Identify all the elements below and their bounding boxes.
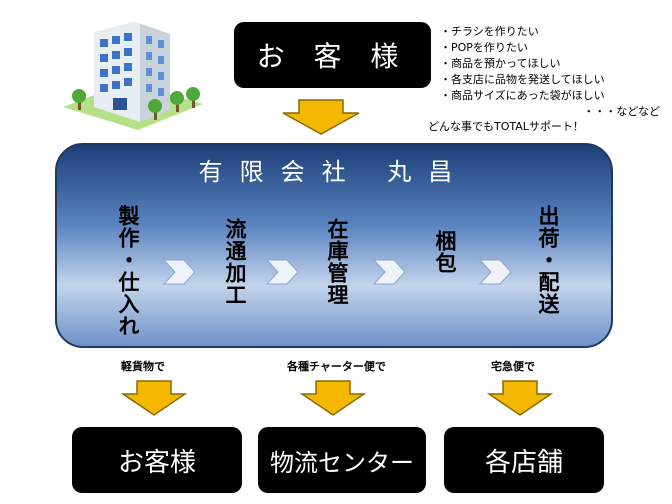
company-panel (55, 143, 613, 348)
down-arrow-icon (121, 380, 187, 416)
destination-box-stores: 各店舗 (444, 427, 604, 493)
office-building-icon (63, 18, 203, 130)
chevron-right-icon (478, 259, 512, 285)
process-step: 梱包 (433, 230, 457, 274)
process-step: 流通加工 (223, 218, 247, 306)
total-support-text: どんな事でもTOTALサポート！ (428, 120, 584, 133)
chevron-right-icon (372, 259, 406, 285)
note-item: ・POPを作りたい (440, 41, 528, 54)
note-etc: ・・・などなど (583, 105, 660, 118)
destination-box-logistics-center: 物流センター (258, 427, 426, 493)
shipping-method-label: 宅急便で (491, 360, 535, 373)
company-name: 有限会社 丸昌 (198, 158, 470, 186)
down-arrow-icon (487, 380, 553, 416)
note-item: ・商品を預かってほしい (440, 57, 561, 70)
chevron-right-icon (162, 259, 196, 285)
process-step: 在庫管理 (325, 218, 349, 306)
down-arrow-icon (282, 99, 360, 135)
note-item: ・商品サイズにあった袋がほしい (440, 89, 605, 102)
note-item: ・各支店に品物を発送してほしい (440, 73, 605, 86)
down-arrow-icon (300, 380, 366, 416)
request-notes: ・チラシを作りたい ・POPを作りたい ・商品を預かってほしい ・各支店に品物を… (440, 24, 670, 120)
customer-box-top: お 客 様 (234, 22, 431, 88)
note-item: ・チラシを作りたい (440, 25, 539, 38)
chevron-right-icon (265, 259, 299, 285)
process-step: 製作・仕入れ (116, 205, 140, 337)
shipping-method-label: 軽貨物で (121, 360, 165, 373)
shipping-method-label: 各種チャーター便で (287, 360, 386, 373)
destination-box-customer: お客様 (72, 427, 242, 493)
process-step: 出荷・配送 (536, 205, 560, 315)
